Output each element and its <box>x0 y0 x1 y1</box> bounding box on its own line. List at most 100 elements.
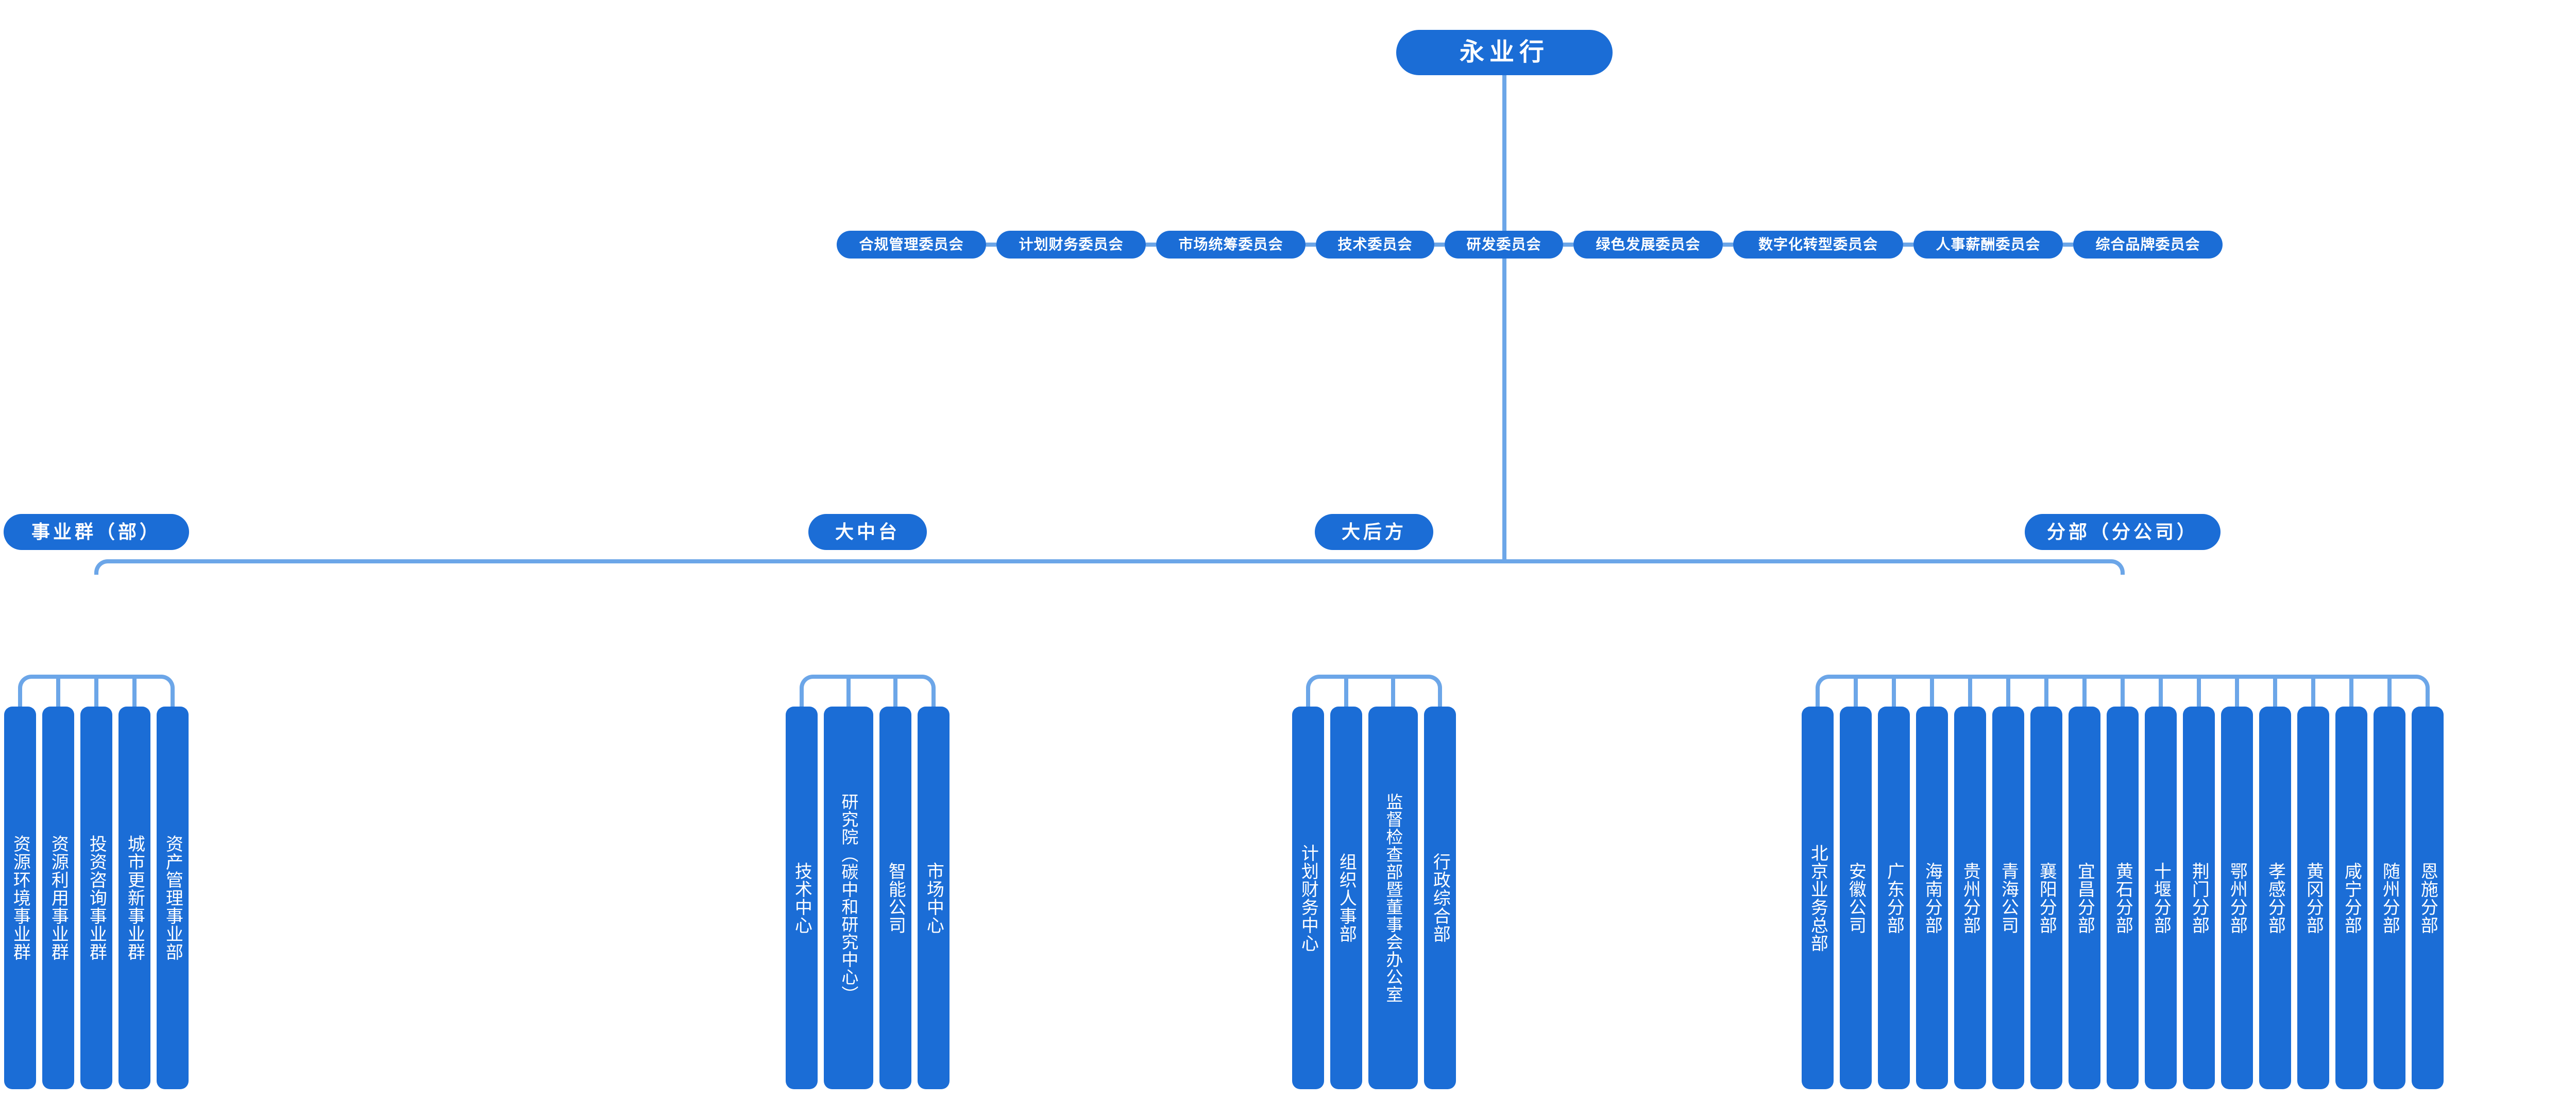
leaf-stub-right-4 <box>2426 688 2430 707</box>
leaf-bus-left-elbow-2 <box>800 675 815 690</box>
leaf-bus-left-elbow-3 <box>1306 675 1321 690</box>
leaf-node-4-17[interactable]: 恩施分部 <box>2412 707 2444 1089</box>
committee-node-5[interactable]: 研发委员会 <box>1445 231 1563 259</box>
leaf-stub-4-9 <box>2121 675 2125 707</box>
division-bus-left-elbow <box>94 559 110 575</box>
division-bus <box>108 559 2111 563</box>
leaf-label: 安徽公司 <box>1846 862 1866 934</box>
root-node-yongyehang[interactable]: 永业行 <box>1396 30 1613 75</box>
division-node-1[interactable]: 事业群（部） <box>4 514 189 550</box>
committee-connector-7 <box>2063 243 2073 247</box>
committee-label: 人事薪酬委员会 <box>1936 236 2041 253</box>
committee-node-1[interactable]: 合规管理委员会 <box>837 231 986 259</box>
leaf-label: 智能公司 <box>886 862 906 934</box>
committee-node-9[interactable]: 综合品牌委员会 <box>2073 231 2223 259</box>
leaf-node-3-4[interactable]: 行政综合部 <box>1424 707 1456 1089</box>
leaf-label: 贵州分部 <box>1960 862 1980 934</box>
division-node-4[interactable]: 分部（分公司） <box>2025 514 2221 550</box>
committee-node-7[interactable]: 数字化转型委员会 <box>1733 231 1903 259</box>
leaf-node-4-15[interactable]: 咸宁分部 <box>2335 707 2367 1089</box>
leaf-label: 城市更新事业群 <box>125 835 145 961</box>
leaf-bus-right-elbow-2 <box>920 675 936 690</box>
leaf-stub-4-8 <box>2082 675 2087 707</box>
division-node-2[interactable]: 大中台 <box>808 514 927 550</box>
leaf-label: 资源环境事业群 <box>10 835 30 961</box>
division-label: 事业群（部） <box>31 521 161 542</box>
leaf-node-2-3[interactable]: 智能公司 <box>879 707 911 1089</box>
committee-connector-0 <box>986 243 996 247</box>
leaf-label: 黄冈分部 <box>2303 862 2324 934</box>
leaf-node-4-8[interactable]: 宜昌分部 <box>2069 707 2100 1089</box>
committee-node-6[interactable]: 绿色发展委员会 <box>1573 231 1723 259</box>
leaf-node-2-1[interactable]: 技术中心 <box>786 707 818 1089</box>
leaf-node-4-13[interactable]: 孝感分部 <box>2259 707 2291 1089</box>
leaf-stub-4-15 <box>2349 675 2353 707</box>
leaf-stub-4-6 <box>2006 675 2010 707</box>
leaf-stub-left-3 <box>1306 688 1310 707</box>
leaf-label: 北京业务总部 <box>1808 844 1828 952</box>
leaf-label: 十堰分部 <box>2151 862 2171 934</box>
leaf-node-4-11[interactable]: 荆门分部 <box>2183 707 2215 1089</box>
leaf-node-4-9[interactable]: 黄石分部 <box>2107 707 2139 1089</box>
leaf-stub-4-16 <box>2387 675 2392 707</box>
leaf-node-4-2[interactable]: 安徽公司 <box>1840 707 1872 1089</box>
leaf-stub-4-5 <box>1968 675 1972 707</box>
leaf-label: 宜昌分部 <box>2075 862 2095 934</box>
leaf-node-4-14[interactable]: 黄冈分部 <box>2297 707 2329 1089</box>
leaf-label: 投资咨询事业群 <box>87 835 107 961</box>
committee-label: 研发委员会 <box>1466 236 1541 253</box>
division-label: 大中台 <box>835 521 900 542</box>
leaf-stub-1-4 <box>132 675 137 707</box>
committee-node-4[interactable]: 技术委员会 <box>1316 231 1434 259</box>
division-label: 大后方 <box>1341 521 1406 542</box>
leaf-stub-4-3 <box>1892 675 1896 707</box>
committee-label: 合规管理委员会 <box>859 236 964 253</box>
leaf-stub-left-1 <box>18 688 22 707</box>
leaf-node-2-2[interactable]: 研究院（碳中和研究中心） <box>824 707 873 1089</box>
leaf-label: 组织人事部 <box>1336 853 1357 943</box>
leaf-stub-4-10 <box>2159 675 2163 707</box>
leaf-label: 鄂州分部 <box>2227 862 2247 934</box>
leaf-node-2-4[interactable]: 市场中心 <box>918 707 950 1089</box>
leaf-label: 技术中心 <box>792 862 812 934</box>
leaf-label: 资产管理事业部 <box>163 835 183 961</box>
leaf-node-3-3[interactable]: 监督检查部暨董事会办公室 <box>1368 707 1418 1089</box>
committee-node-2[interactable]: 计划财务委员会 <box>996 231 1146 259</box>
division-bus-right-elbow <box>2109 559 2125 575</box>
leaf-stub-2-2 <box>846 675 851 707</box>
committee-node-3[interactable]: 市场统筹委员会 <box>1156 231 1306 259</box>
leaf-stub-3-2 <box>1344 675 1348 707</box>
division-label: 分部（分公司） <box>2046 521 2198 542</box>
committee-node-8[interactable]: 人事薪酬委员会 <box>1913 231 2063 259</box>
leaf-node-4-4[interactable]: 海南分部 <box>1916 707 1948 1089</box>
leaf-node-1-5[interactable]: 资产管理事业部 <box>157 707 189 1089</box>
leaf-node-1-4[interactable]: 城市更新事业群 <box>118 707 150 1089</box>
leaf-label: 孝感分部 <box>2265 862 2285 934</box>
leaf-node-1-2[interactable]: 资源利用事业群 <box>42 707 74 1089</box>
leaf-stub-right-2 <box>931 688 936 707</box>
leaf-stub-1-3 <box>94 675 98 707</box>
leaf-node-4-12[interactable]: 鄂州分部 <box>2221 707 2253 1089</box>
leaf-label: 研究院（碳中和研究中心） <box>839 793 858 1003</box>
committee-label: 数字化转型委员会 <box>1758 236 1878 253</box>
leaf-stub-left-4 <box>1816 688 1820 707</box>
leaf-node-4-5[interactable]: 贵州分部 <box>1954 707 1986 1089</box>
leaf-stub-4-13 <box>2273 675 2277 707</box>
leaf-node-4-6[interactable]: 青海公司 <box>1992 707 2024 1089</box>
committee-label: 技术委员会 <box>1337 236 1413 253</box>
leaf-node-1-1[interactable]: 资源环境事业群 <box>4 707 36 1089</box>
leaf-node-4-10[interactable]: 十堰分部 <box>2145 707 2177 1089</box>
leaf-node-4-1[interactable]: 北京业务总部 <box>1802 707 1834 1089</box>
leaf-node-1-3[interactable]: 投资咨询事业群 <box>80 707 112 1089</box>
leaf-node-4-3[interactable]: 广东分部 <box>1878 707 1910 1089</box>
leaf-stub-4-11 <box>2197 675 2201 707</box>
committee-label: 计划财务委员会 <box>1019 236 1124 253</box>
leaf-node-4-16[interactable]: 随州分部 <box>2374 707 2405 1089</box>
division-node-3[interactable]: 大后方 <box>1315 514 1433 550</box>
leaf-node-4-7[interactable]: 襄阳分部 <box>2030 707 2062 1089</box>
committee-connector-1 <box>1146 243 1156 247</box>
leaf-node-3-2[interactable]: 组织人事部 <box>1330 707 1362 1089</box>
leaf-bus-2 <box>813 675 922 679</box>
leaf-node-3-1[interactable]: 计划财务中心 <box>1292 707 1324 1089</box>
